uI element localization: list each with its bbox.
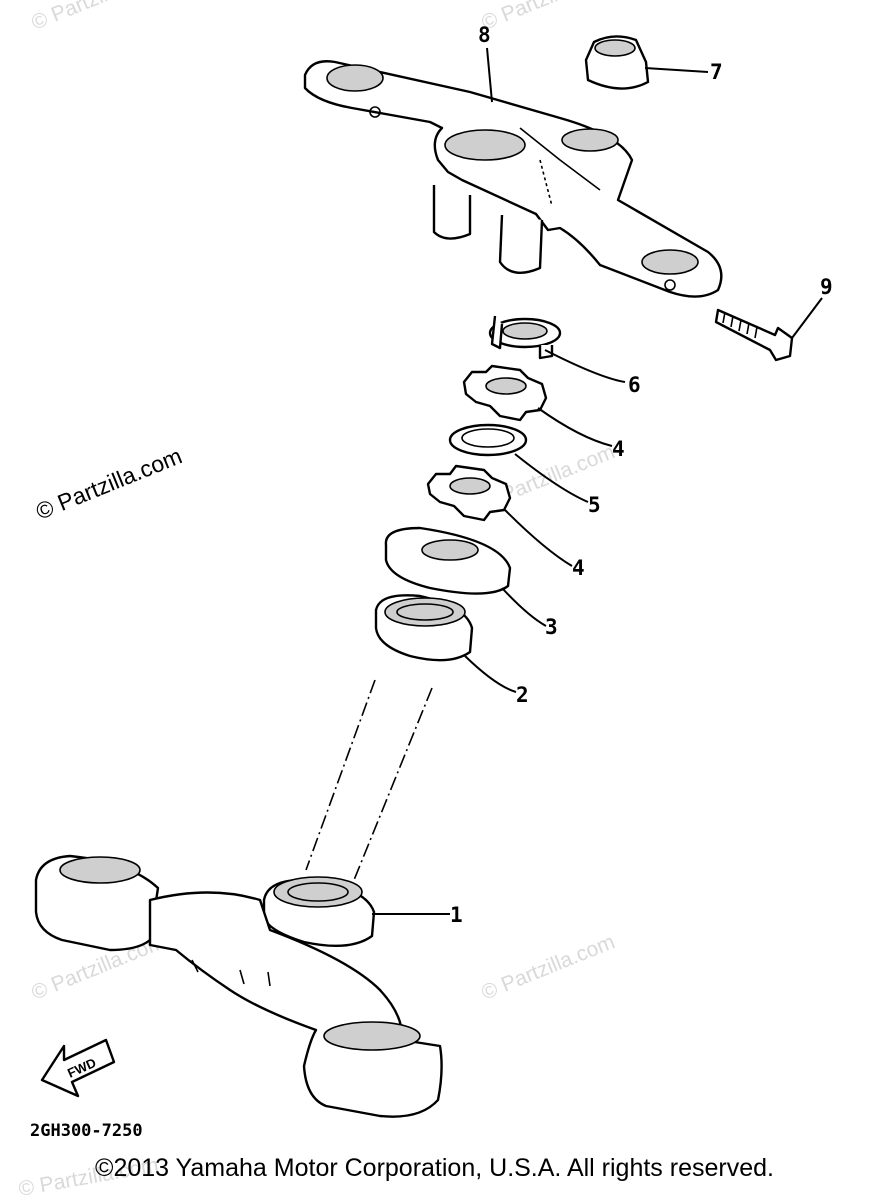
ring-nut-part-4-lower bbox=[426, 464, 512, 522]
callout-7: 7 bbox=[710, 60, 723, 84]
callout-8: 8 bbox=[478, 23, 491, 47]
callout-4: 4 bbox=[612, 437, 625, 461]
leader-lines bbox=[372, 47, 823, 915]
lower-bracket bbox=[34, 854, 443, 1118]
callout-6: 6 bbox=[628, 373, 641, 397]
ring-nut-part-4-upper bbox=[462, 364, 548, 422]
callout-5: 5 bbox=[588, 493, 601, 517]
bearing-cover-part-3 bbox=[384, 526, 512, 595]
copyright-footer: ©2013 Yamaha Motor Corporation, U.S.A. A… bbox=[95, 1154, 774, 1182]
drawing-code: 2GH300-7250 bbox=[30, 1121, 143, 1141]
bearing-part-2 bbox=[374, 594, 474, 662]
crown-nut-part-7 bbox=[584, 35, 650, 90]
watermark: © Partzilla.com bbox=[478, 930, 618, 1004]
bolt-part-9 bbox=[714, 308, 794, 362]
callout-labels: 8 7 9 6 4 5 4 3 2 1 bbox=[450, 23, 833, 927]
callout-3: 3 bbox=[545, 615, 558, 639]
callout-2: 2 bbox=[516, 683, 529, 707]
callout-4: 4 bbox=[572, 556, 585, 580]
rubber-washer-part-5 bbox=[448, 423, 528, 457]
bearing-part-1 bbox=[262, 876, 376, 947]
upper-bracket-part-8 bbox=[303, 60, 723, 298]
watermark: © Partzilla.com bbox=[28, 0, 168, 35]
callout-1: 1 bbox=[450, 903, 463, 927]
callout-9: 9 bbox=[820, 275, 833, 299]
watermark: © Partzilla.com bbox=[32, 442, 185, 524]
steering-stem-shaft bbox=[305, 679, 433, 886]
watermark: © Partzilla.com bbox=[478, 0, 618, 35]
forward-arrow-icon: FWD bbox=[40, 1038, 116, 1098]
lock-washer-part-6 bbox=[488, 315, 562, 360]
